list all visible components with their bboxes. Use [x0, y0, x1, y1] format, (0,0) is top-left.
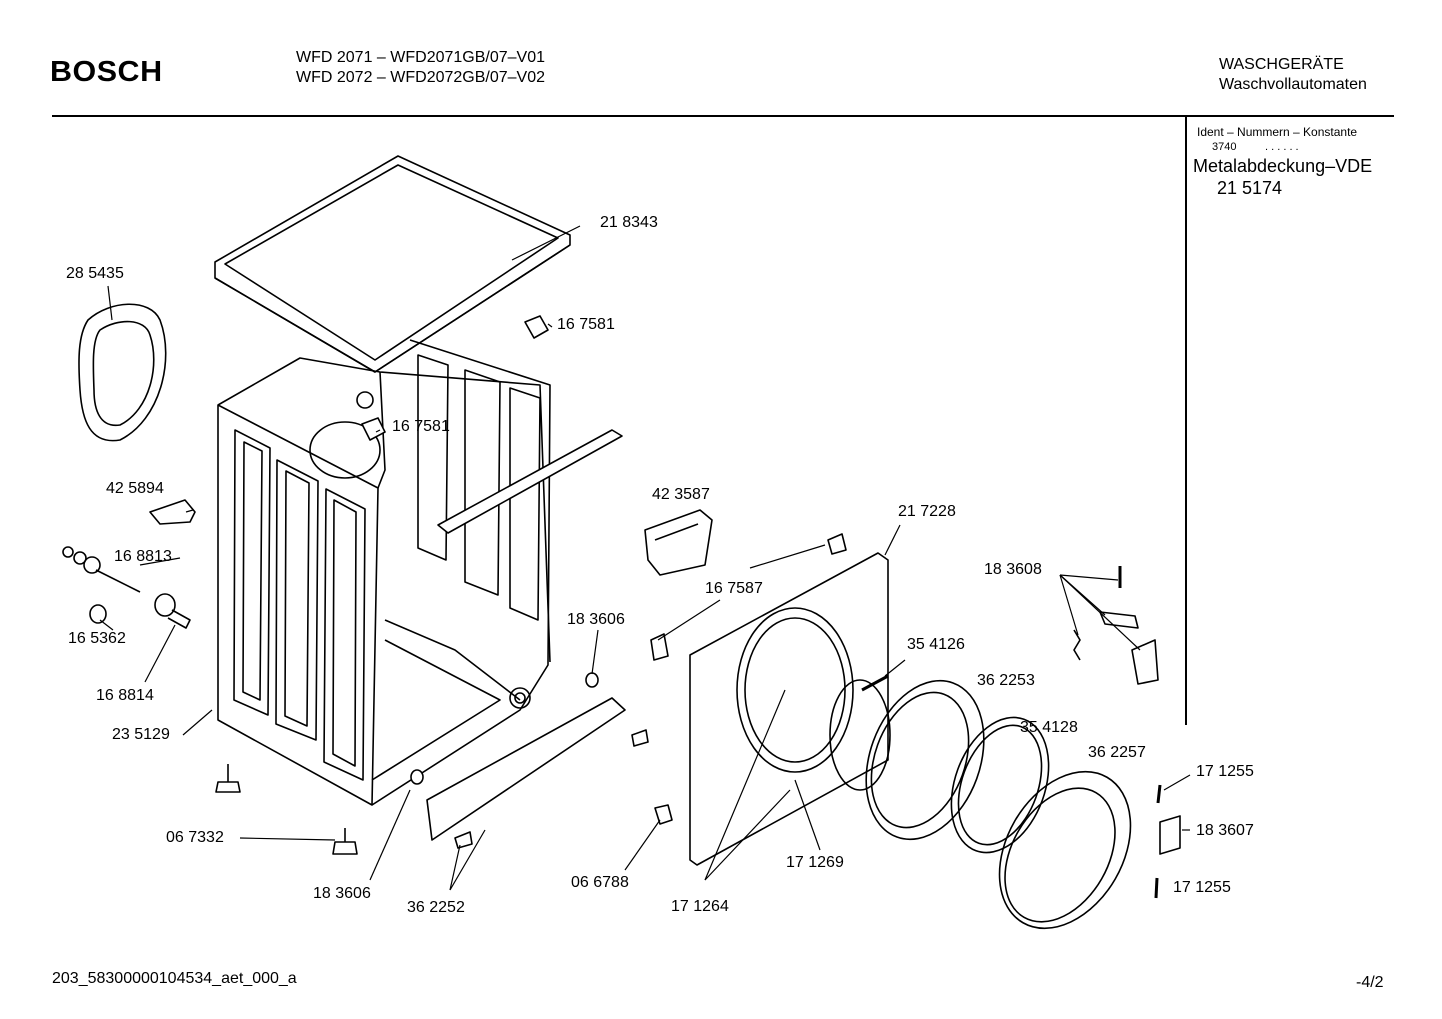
part-number-label: 18 3606: [313, 885, 371, 902]
ident-code-dots: . . . . . .: [1265, 141, 1299, 153]
part-number-label: 35 4126: [907, 636, 965, 653]
door-lock-part: [644, 509, 713, 576]
header-divider: [52, 115, 1394, 117]
part-number-label: 21 8343: [600, 214, 658, 231]
leader-lines: [99, 225, 1191, 891]
page-number: -4/2: [1356, 974, 1384, 991]
ident-part-number: 21 5174: [1217, 178, 1283, 198]
hinge-pin-part-right: [631, 729, 649, 747]
part-number-label: 16 7587: [705, 580, 763, 597]
sidebar-divider: [1185, 117, 1187, 725]
hinge-pin-part-left: [454, 831, 473, 849]
part-number-label: 35 4128: [1020, 719, 1078, 736]
part-number-label: 06 6788: [571, 874, 629, 891]
foot-part-left: [215, 764, 241, 793]
plug-part-left: [410, 769, 424, 785]
front-panel-part: [689, 552, 889, 866]
screw-part: [654, 804, 673, 825]
part-number-label: 42 5894: [106, 480, 164, 497]
ident-heading: Ident – Nummern – Konstante: [1197, 125, 1358, 139]
part-number-label: 16 7581: [392, 418, 450, 435]
plug-part-right: [585, 672, 599, 688]
plinth-panel-part: [426, 697, 626, 841]
part-number-label: 17 1255: [1196, 763, 1254, 780]
hinge-plate-part: [1131, 639, 1159, 685]
part-number-label: 17 1255: [1173, 879, 1231, 896]
part-number-label: 36 2252: [407, 899, 465, 916]
transport-bolt-part: [62, 546, 141, 593]
door-handle-part: [1159, 815, 1181, 855]
part-number-label: 17 1264: [671, 898, 729, 915]
sealing-ring-part: [78, 303, 167, 442]
bolt-cap-part: [154, 593, 191, 629]
part-number-label: 17 1269: [786, 854, 844, 871]
part-number-label: 16 8813: [114, 548, 172, 565]
part-number-label: 18 3607: [1196, 822, 1254, 839]
spring-clip-part: [829, 674, 891, 791]
hinge-spring-part: [1073, 629, 1081, 661]
category-line-1: WASCHGERÄTE: [1219, 56, 1344, 73]
door-ring-outer-part: [998, 770, 1132, 930]
brand-logo: BOSCH: [50, 56, 163, 88]
handle-pin-part-upper: [1156, 784, 1162, 804]
cabinet-frame-part: [217, 339, 551, 806]
part-number-label: 23 5129: [112, 726, 170, 743]
top-cover-part: [214, 155, 571, 373]
bracket-part: [149, 499, 196, 525]
crossbar-part: [437, 429, 623, 534]
model-line-2: WFD 2072 – WFD2072GB/07–V02: [296, 69, 546, 86]
hinge-part: [1099, 611, 1139, 629]
ident-description: Metalabdeckung–VDE: [1193, 156, 1373, 176]
part-number-label: 16 5362: [68, 630, 126, 647]
part-number-label: 06 7332: [166, 829, 224, 846]
part-number-label: 28 5435: [66, 265, 124, 282]
model-line-1: WFD 2071 – WFD2071GB/07–V01: [296, 49, 546, 66]
foot-part-right: [332, 828, 358, 855]
door-glass-part: [950, 716, 1050, 854]
ident-code: 3740: [1212, 141, 1237, 153]
part-number-label: 16 8814: [96, 687, 154, 704]
cap-part: [89, 604, 107, 624]
part-number-label: 36 2257: [1088, 744, 1146, 761]
lock-pin-part: [650, 633, 669, 661]
lock-hook-part: [827, 533, 847, 555]
part-number-label: 42 3587: [652, 486, 710, 503]
handle-pin-part-lower: [1154, 877, 1159, 899]
category-line-2: Waschvollautomaten: [1219, 76, 1367, 93]
part-number-label: 18 3606: [567, 611, 625, 628]
clip-part-lower: [361, 417, 386, 441]
document-id: 203_58300000104534_aet_000_a: [52, 970, 297, 987]
part-number-label: 21 7228: [898, 503, 956, 520]
part-number-label: 16 7581: [557, 316, 615, 333]
part-number-label: 36 2253: [977, 672, 1035, 689]
clip-part-upper: [524, 315, 549, 339]
part-number-label: 18 3608: [984, 561, 1042, 578]
